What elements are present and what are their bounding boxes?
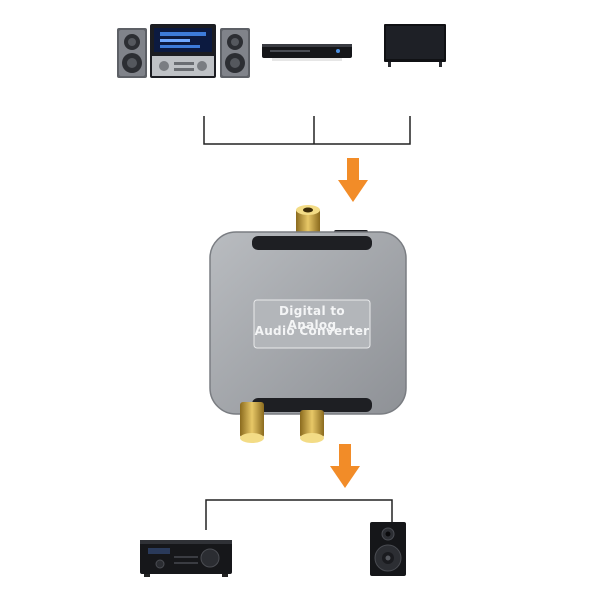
stereo-system-icon — [116, 24, 252, 80]
av-receiver-icon — [138, 534, 234, 578]
television-icon — [384, 24, 446, 68]
dvd-player-icon — [262, 40, 352, 64]
dac-converter-device: Digital to Analog Audio Converter — [196, 196, 418, 448]
converter-label-line2: Audio Converter — [254, 324, 370, 338]
input-arrow-icon — [336, 158, 370, 206]
source-connector-lines — [200, 112, 416, 148]
speaker-icon — [368, 520, 408, 578]
output-connector-lines — [200, 494, 400, 534]
converter-label-line1: Digital to Analog — [279, 304, 345, 332]
output-arrow-icon — [328, 444, 362, 492]
